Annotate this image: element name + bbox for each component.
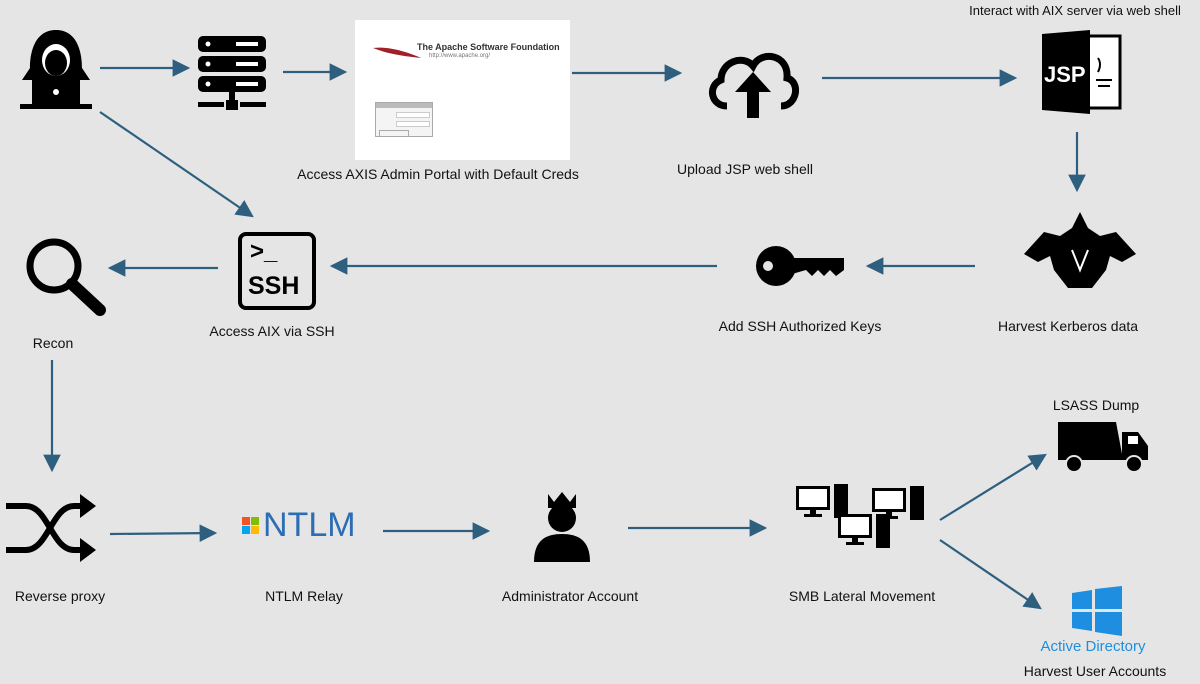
ssh-terminal-icon: >_ SSH xyxy=(238,232,316,310)
admin-label: Administrator Account xyxy=(501,588,639,604)
cerberus-icon xyxy=(1024,212,1136,288)
arrow xyxy=(109,524,218,542)
dump-truck-icon xyxy=(1058,422,1148,473)
webshell-label: Interact with AIX server via web shell xyxy=(969,3,1181,18)
magnifier-icon xyxy=(26,238,106,316)
kerberos-label: Harvest Kerberos data xyxy=(997,318,1139,334)
smb-label: SMB Lateral Movement xyxy=(788,588,936,604)
apache-feather-logo xyxy=(373,47,421,58)
ntlm-logo: NTLM xyxy=(242,506,356,545)
ad-label: Harvest User Accounts xyxy=(1023,663,1167,679)
jsp-file-icon: JSP xyxy=(1042,30,1122,114)
computers-icon xyxy=(796,484,924,548)
arrow xyxy=(939,539,1042,610)
admin-portal-label: Access AXIS Admin Portal with Default Cr… xyxy=(297,166,579,182)
arrow xyxy=(939,453,1047,521)
shuffle-icon xyxy=(6,494,96,562)
login-form xyxy=(375,102,433,137)
arrow xyxy=(99,111,254,218)
recon-label: Recon xyxy=(32,335,74,351)
ntlm-text: NTLM xyxy=(263,506,356,544)
ssh-text: SSH xyxy=(248,272,300,300)
reverse-proxy-label: Reverse proxy xyxy=(14,588,106,604)
apache-title: The Apache Software Foundation xyxy=(417,42,560,52)
admin-user-icon xyxy=(534,492,590,562)
apache-url: http://www.apache.org/ xyxy=(429,53,491,59)
upload-label: Upload JSP web shell xyxy=(677,161,813,177)
windows-small-icon xyxy=(242,516,259,534)
ssh-keys-label: Add SSH Authorized Keys xyxy=(718,318,882,334)
lsass-label: LSASS Dump xyxy=(1052,397,1140,413)
jsp-text: JSP xyxy=(1044,62,1086,87)
windows-icon xyxy=(1072,586,1122,636)
ssh-label: Access AIX via SSH xyxy=(209,323,335,339)
ntlm-label: NTLM Relay xyxy=(265,588,343,604)
active-directory-text: Active Directory xyxy=(1040,638,1146,655)
server-icon xyxy=(198,36,266,110)
cloud-upload-icon xyxy=(709,53,799,118)
key-icon xyxy=(756,246,844,286)
admin-portal-screenshot: The Apache Software Foundation http://ww… xyxy=(355,20,570,160)
prompt-glyph: >_ xyxy=(250,238,278,265)
hacker-icon xyxy=(20,30,92,109)
